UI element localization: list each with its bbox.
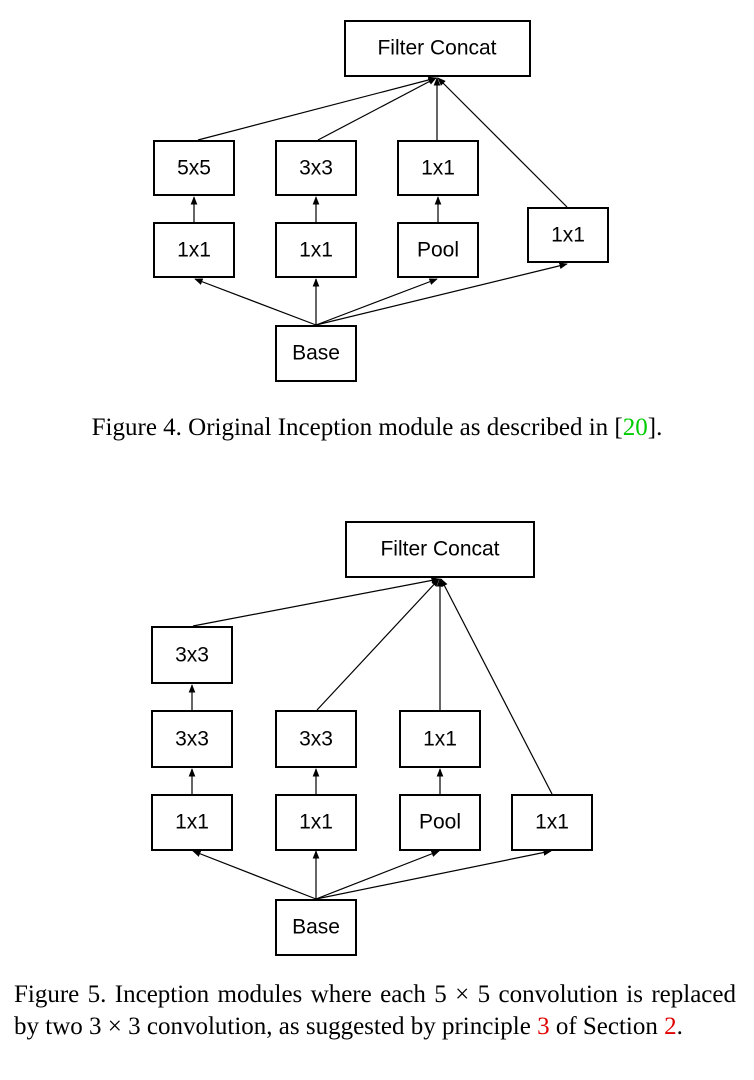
conv-3x3-mid-branch1-node: 3x3 [151,710,233,768]
figure-4-diagram: Filter Concat 5x5 3x3 1x1 1x1 1x1 Pool [0,0,754,400]
caption-text-end: . [676,1013,683,1040]
caption-text-end: ]. [647,414,663,441]
conv-1x1-branch1-label: 1x1 [177,239,211,262]
conv-3x3-top-label: 3x3 [175,644,209,667]
edge-5x5-to-concat [197,76,437,141]
conv-1x1-after-pool-label: 1x1 [421,157,455,180]
edge-3x3-top-to-concat [192,577,440,627]
conv-5x5-node: 5x5 [153,140,235,196]
conv-3x3-label: 3x3 [299,157,333,180]
conv-3x3-top-node: 3x3 [151,626,233,684]
edge-base-to-1x1-right [315,262,568,326]
edge-base-to-pool [315,278,438,326]
figure-5-caption: Figure 5. Inception modules where each 5… [14,979,736,1043]
caption-text: Figure 5. Inception modules where each 5… [14,981,736,1040]
figure-5-diagram: Filter Concat 3x3 3x3 3x3 1x1 1x1 1x1 P [0,500,754,970]
principle-link[interactable]: 3 [537,1013,550,1040]
conv-1x1-branch4-node: 1x1 [511,794,593,851]
filter-concat-node: Filter Concat [344,20,531,77]
conv-1x1-after-pool-label: 1x1 [423,728,457,751]
filter-concat-label: Filter Concat [377,37,496,60]
conv-5x5-label: 5x5 [177,157,211,180]
conv-1x1-branch1-label: 1x1 [175,811,209,834]
conv-1x1-branch2-label: 1x1 [299,811,333,834]
base-node: Base [275,899,357,956]
conv-1x1-branch4-label: 1x1 [535,811,569,834]
edge-base-to-1x1-branch4 [315,849,552,900]
figure-4-caption: Figure 4. Original Inception module as d… [0,412,754,444]
conv-3x3-node: 3x3 [275,140,357,196]
conv-1x1-branch4-node: 1x1 [527,207,609,263]
conv-1x1-branch2-node: 1x1 [275,794,357,851]
conv-1x1-branch1-node: 1x1 [153,222,235,278]
base-node: Base [275,325,357,382]
citation-link[interactable]: 20 [622,414,648,441]
filter-concat-node: Filter Concat [345,521,535,578]
conv-3x3-mid-branch1-label: 3x3 [175,728,209,751]
filter-concat-label: Filter Concat [380,538,499,561]
section-link[interactable]: 2 [664,1013,677,1040]
base-label: Base [292,342,340,365]
pool-label: Pool [417,239,459,262]
pool-node: Pool [399,794,481,851]
pool-label: Pool [419,811,461,834]
conv-3x3-branch2-label: 3x3 [299,728,333,751]
edge-base-to-1x1-left [194,278,317,326]
conv-1x1-branch1-node: 1x1 [151,794,233,851]
conv-1x1-after-pool-node: 1x1 [399,710,481,768]
conv-1x1-branch4-label: 1x1 [551,224,585,247]
edge-3x3-to-concat [317,77,437,141]
caption-text: Figure 4. Original Inception module as d… [91,414,623,441]
edge-1x1-b4-to-concat [440,578,553,795]
conv-1x1-branch2-label: 1x1 [299,239,333,262]
caption-text-middle: of Section [549,1013,665,1040]
conv-1x1-after-pool-node: 1x1 [397,140,479,196]
edge-right-1x1-to-concat [437,77,568,208]
conv-1x1-branch2-node: 1x1 [275,222,357,278]
conv-3x3-branch2-node: 3x3 [275,710,357,768]
edge-base-to-1x1-branch1 [192,850,317,900]
pool-node: Pool [397,222,479,278]
edge-base-to-pool [315,850,440,900]
edge-3x3-b2-to-concat [316,578,440,711]
base-label: Base [292,916,340,939]
